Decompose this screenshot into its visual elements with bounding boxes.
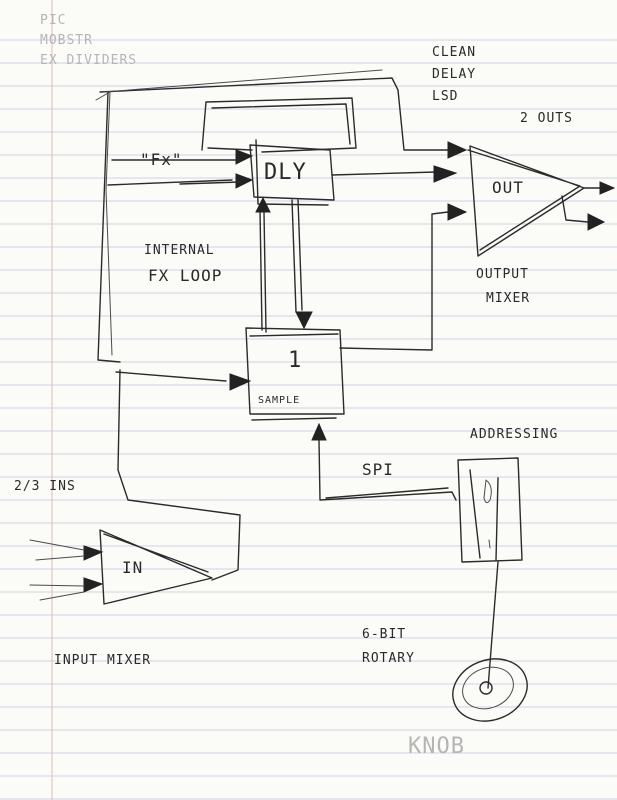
internal-fx-loop-label-1: INTERNAL — [144, 243, 215, 258]
rotary-label-1: 6-BIT — [362, 627, 407, 642]
rotary-label-2: ROTARY — [362, 651, 415, 666]
fx-to-dly-line — [111, 159, 241, 185]
faint-note-3: EX DIVIDERS — [40, 53, 138, 68]
spi-label: SPI — [362, 460, 394, 479]
addressing-label: ADDRESSING — [470, 427, 559, 442]
delay-feedback-box — [201, 97, 357, 153]
addressing-block — [457, 457, 523, 563]
dly-block-label: DLY — [264, 160, 307, 185]
out-input-arrow-3 — [447, 203, 468, 221]
dly-to-sample-lines — [259, 199, 303, 333]
in-mixer-block — [99, 529, 213, 605]
out-output-lines — [561, 187, 601, 223]
out-input-arrow-2 — [433, 165, 458, 183]
rotary-knob-shaft — [479, 681, 493, 695]
dly-input-arrow-bottom — [255, 196, 271, 213]
addressing-inner-mark — [483, 479, 492, 549]
output-mixer-label-2: MIXER — [486, 291, 531, 306]
input-mixer-label: INPUT MIXER — [54, 653, 152, 668]
rotary-knob-ring — [462, 666, 514, 710]
sample-block-label: SAMPLE — [258, 395, 301, 406]
internal-fx-loop-label-2: FX LOOP — [148, 266, 223, 285]
dly-input-arrow-1 — [235, 149, 254, 165]
loop-frame-double — [95, 69, 383, 356]
sample-input-arrow-bottom — [311, 422, 327, 441]
sample-input-arrow-top — [295, 311, 313, 330]
out-input-arrow-1 — [447, 141, 468, 159]
sample-input-arrow-left — [229, 373, 252, 391]
faint-note-1: PIC — [40, 13, 67, 28]
internal-loop-frame — [97, 77, 451, 581]
ruled-lines — [0, 39, 617, 800]
output-mixer-label-1: OUTPUT — [476, 267, 529, 282]
sample-to-out-line — [339, 211, 449, 351]
out-output-arrow-1 — [599, 181, 616, 195]
in-input-lines — [29, 539, 85, 601]
addressing-to-knob-line — [487, 561, 499, 689]
knob-label: KNOB — [408, 734, 465, 759]
rotary-knob-outer — [452, 658, 528, 722]
fx-label: "Fx" — [140, 150, 183, 169]
in-input-arrow-2 — [83, 577, 104, 593]
sample-block-number: 1 — [288, 348, 303, 373]
in-block-label: IN — [122, 558, 144, 577]
out-block-label: OUT — [492, 178, 524, 197]
dly-input-arrow-2 — [235, 173, 254, 189]
in-input-arrow-1 — [83, 545, 104, 561]
clean-delay-label-3: LSD — [432, 89, 459, 104]
faint-note-2: MOBSTR — [40, 33, 93, 48]
ins-label: 2/3 INS — [14, 479, 76, 494]
out-mixer-block — [467, 145, 585, 257]
two-outs-label: 2 OUTS — [520, 111, 573, 126]
dly-block — [249, 139, 335, 206]
clean-delay-label-1: CLEAN — [432, 45, 477, 60]
spi-line — [318, 439, 457, 501]
out-output-arrow-2 — [587, 213, 606, 231]
dly-to-out-line — [331, 171, 437, 176]
clean-delay-label-2: DELAY — [432, 67, 477, 82]
sample-block — [245, 327, 345, 421]
